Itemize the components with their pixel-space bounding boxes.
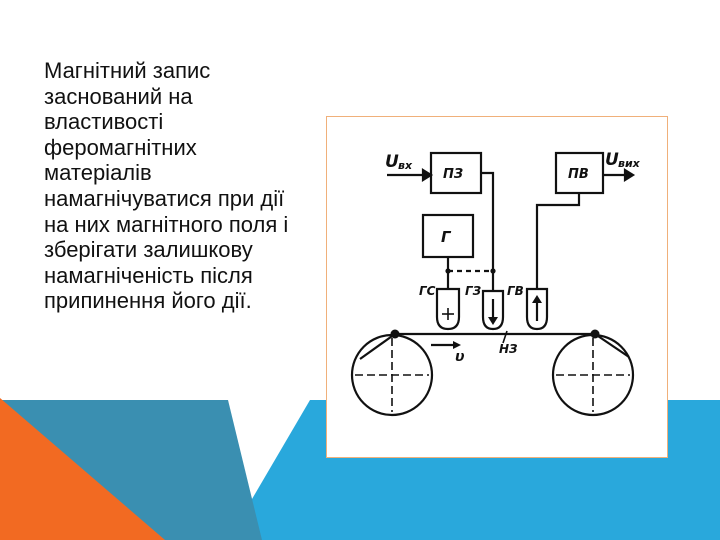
orange-triangle (0, 398, 165, 540)
head-gz-label: ГЗ (465, 284, 482, 298)
tape-left-down (359, 333, 396, 360)
head-gv-shape (525, 287, 549, 331)
tape-label-nz: НЗ (499, 342, 518, 356)
block-pv-label: ПВ (568, 167, 589, 182)
head-gv-label: ГВ (507, 284, 524, 298)
tape-right-down (594, 333, 630, 358)
junction-dot-left (445, 268, 451, 274)
magnetic-recording-diagram-frame: U вх U вих ПЗ ПВ Г ГС ГЗ ГВ НЗ υ (326, 116, 668, 458)
u-in-subscript: вх (398, 159, 413, 172)
nz-pointer (502, 330, 508, 344)
wire-pv-gv (535, 193, 581, 289)
block-g-label: Г (441, 228, 452, 246)
tape-right-roller (590, 329, 600, 339)
slide-body-text: Магнітний запис заснований на властивост… (44, 58, 289, 314)
speed-arrowhead (453, 341, 461, 349)
u-out-subscript: вих (618, 157, 641, 170)
head-gz-shape (481, 289, 505, 331)
block-pz-label: ПЗ (443, 167, 463, 182)
magnetic-recording-diagram: U вх U вих ПЗ ПВ Г ГС ГЗ ГВ НЗ υ (350, 150, 641, 417)
head-gs-label: ГС (419, 284, 436, 298)
gv-arrowhead (532, 295, 542, 303)
input-arrowhead (421, 168, 434, 182)
wire-pz-gz (481, 171, 495, 291)
tape-left-roller (390, 329, 400, 339)
junction-dot-right (490, 268, 496, 274)
u-out-symbol: U (605, 150, 619, 170)
gz-arrowhead (488, 317, 498, 325)
head-gs-shape (435, 287, 461, 331)
speed-symbol: υ (455, 349, 465, 365)
output-arrowhead (623, 168, 636, 182)
u-in-symbol: U (385, 152, 399, 172)
